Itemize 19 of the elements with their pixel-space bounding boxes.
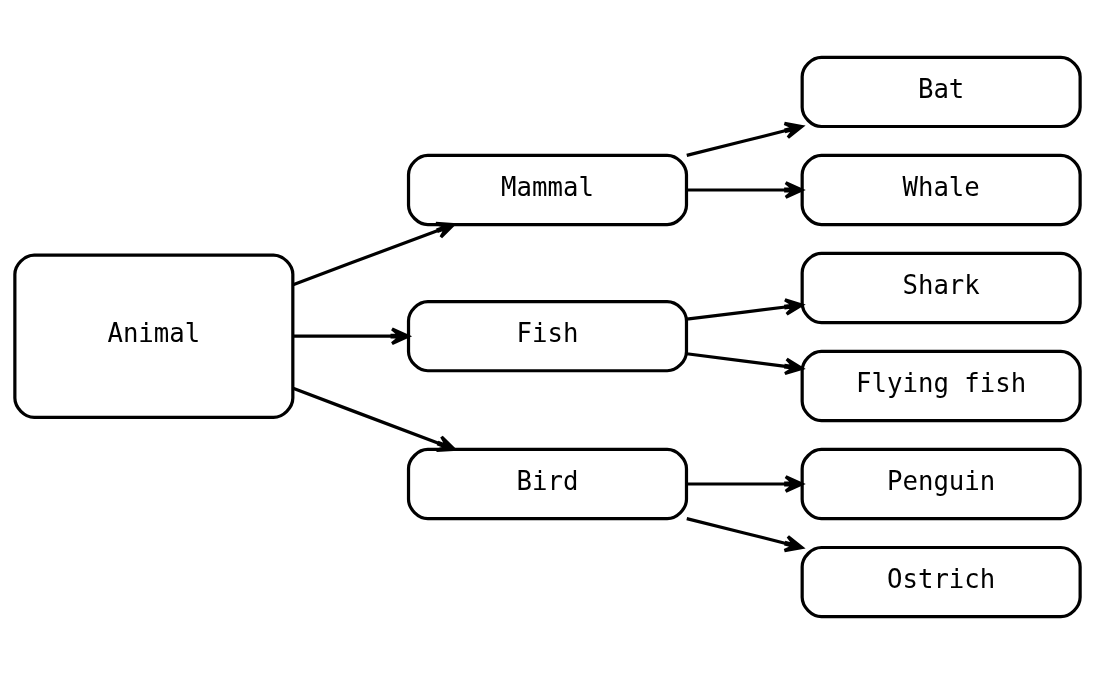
node-box: Flying fish bbox=[800, 349, 1082, 423]
arrow bbox=[293, 327, 410, 346]
node-box: Fish bbox=[406, 300, 689, 373]
node-box: Mammal bbox=[406, 153, 689, 227]
node-box: Penguin bbox=[800, 447, 1082, 521]
arrow bbox=[686, 517, 804, 553]
node-box: Bat bbox=[800, 55, 1082, 129]
arrow bbox=[686, 181, 804, 199]
arrow bbox=[292, 221, 456, 287]
arrow bbox=[686, 121, 804, 157]
arrow bbox=[686, 298, 804, 321]
node-box: Whale bbox=[800, 153, 1082, 227]
arrow bbox=[686, 352, 804, 376]
node-box: Bird bbox=[406, 447, 689, 521]
arrow bbox=[686, 475, 804, 493]
node-box: Ostrich bbox=[800, 545, 1082, 619]
node-box: Animal bbox=[13, 253, 295, 419]
node-box: Shark bbox=[800, 251, 1082, 325]
arrow bbox=[292, 386, 456, 452]
